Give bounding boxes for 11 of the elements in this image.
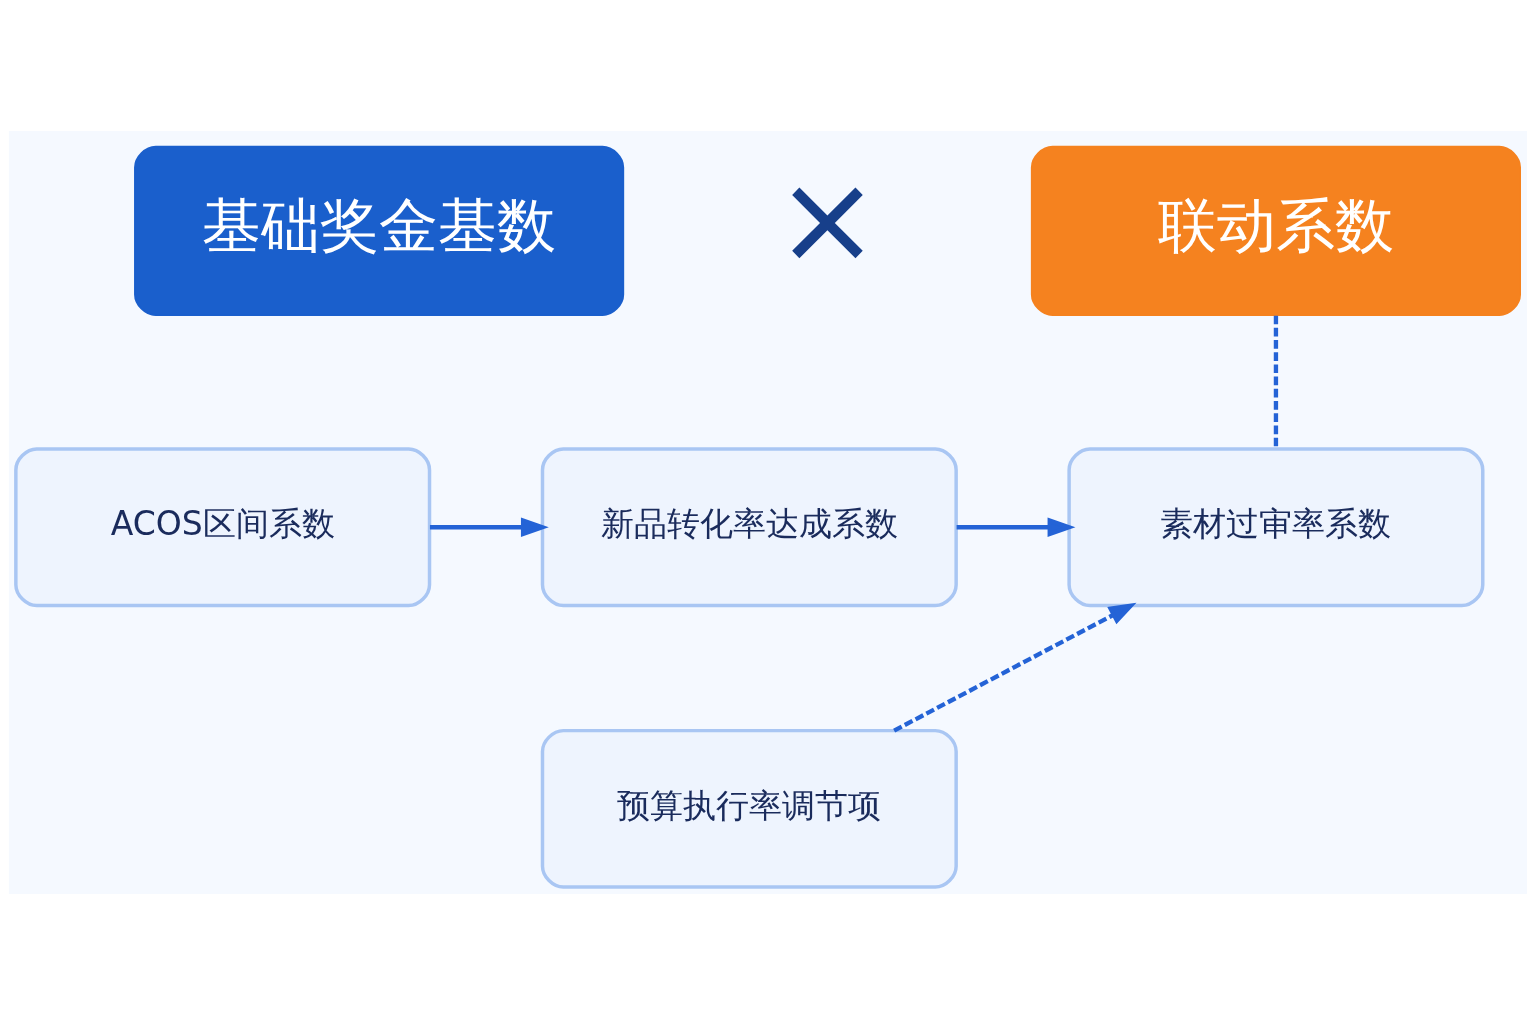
node-box: 新品转化率达成系数: [540, 446, 958, 607]
arrow: [956, 517, 1076, 537]
node-box: 基础奖金基数: [134, 145, 625, 316]
node-box: 联动系数: [1030, 145, 1521, 316]
label: ×: [775, 145, 880, 292]
node-box: ACOS区间系数: [14, 446, 432, 607]
node-box: 素材过审率系数: [1067, 446, 1485, 607]
connector: [1273, 315, 1279, 449]
arrow: [893, 602, 1137, 733]
node-box: 预算执行率调节项: [540, 728, 958, 889]
arrow: [429, 517, 549, 537]
